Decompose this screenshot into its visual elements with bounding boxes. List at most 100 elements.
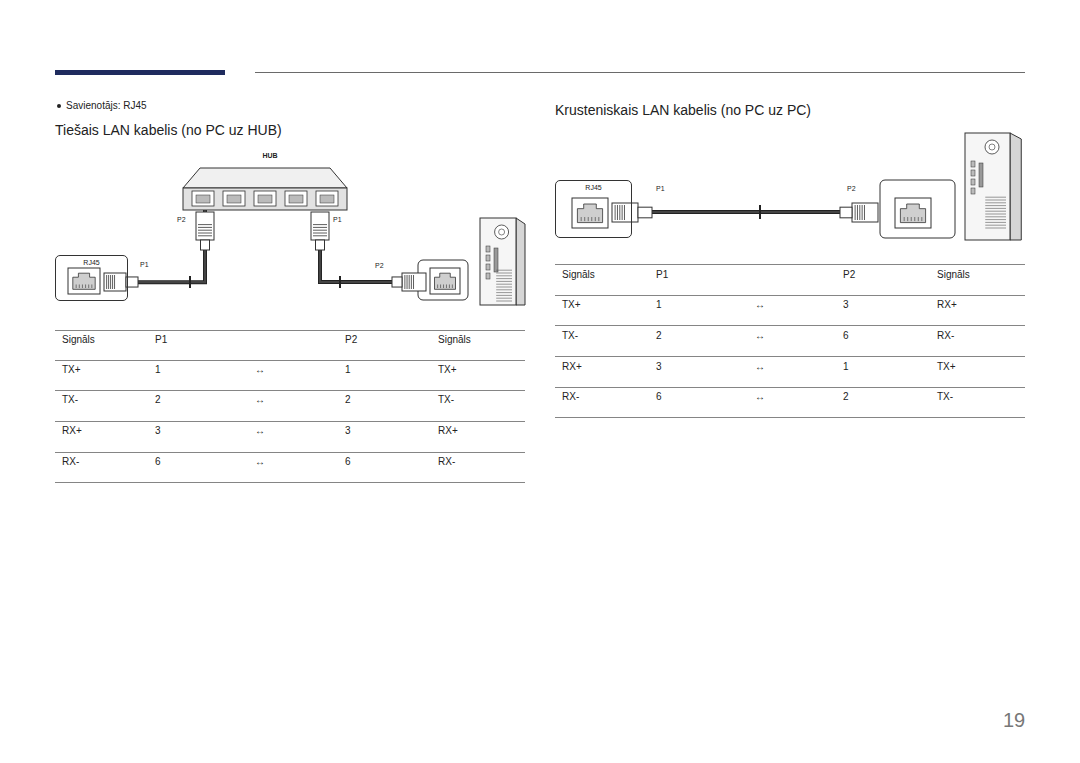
rj45-plug [196, 212, 214, 250]
table-cell: 1 [656, 299, 662, 311]
tower-port [971, 170, 975, 176]
table-cell: RX- [937, 330, 954, 342]
pin-arrow: ↔ [255, 394, 265, 406]
plug-body [104, 273, 126, 291]
table-rule [55, 452, 525, 453]
socket-pin [918, 217, 919, 221]
table-rule [55, 330, 525, 331]
section-heading: Tiešais LAN kabelis (no PC uz HUB) [55, 122, 282, 139]
rj45-plug [392, 273, 426, 291]
plug-grip [106, 275, 107, 289]
table-cell: TX+ [438, 364, 457, 376]
table-header: Signāls [62, 334, 95, 346]
plug-grip [859, 205, 860, 220]
socket-body [895, 198, 931, 228]
plug-grip [313, 224, 327, 225]
plug-grip [108, 275, 109, 289]
tower-grill [496, 270, 512, 271]
table-cell: TX- [438, 394, 454, 406]
socket-pin [914, 217, 915, 221]
cable [652, 211, 840, 213]
plug-boot [638, 207, 652, 218]
tower-grill [496, 278, 512, 279]
tower-grill [985, 200, 1006, 201]
tower-side [516, 218, 525, 305]
hub-top [183, 168, 347, 188]
pc-tower [965, 133, 1021, 240]
tower-grill [496, 284, 512, 285]
tower-grill [496, 273, 512, 274]
tower-grill [496, 292, 512, 293]
tower-grill [985, 225, 1006, 226]
tower-grill [496, 295, 512, 296]
socket-pin [598, 217, 599, 221]
rj45-socket [430, 268, 460, 294]
socket-port [900, 204, 925, 223]
plug-body [196, 212, 214, 240]
table-cell: 2 [345, 394, 351, 406]
tower-grill [985, 202, 1006, 203]
socket-port [73, 273, 95, 289]
table-cell: 1 [345, 364, 351, 376]
table-rule [555, 356, 1025, 357]
socket-body [572, 198, 608, 228]
plug-grip [313, 227, 327, 228]
tower-grill [496, 301, 512, 302]
hub-port-inner [227, 195, 241, 203]
socket-pin [79, 284, 80, 288]
plug-grip [615, 205, 616, 220]
table-cell: 6 [345, 456, 351, 468]
table-header: P1 [656, 269, 668, 281]
table-cell: 2 [843, 391, 849, 403]
tower-fan-hub [499, 229, 505, 235]
socket-pin [595, 217, 596, 221]
tower-grill [496, 281, 512, 282]
socket-pin [921, 217, 922, 221]
plug-grip [857, 205, 858, 220]
tower-fan [985, 140, 999, 154]
socket-pin [911, 217, 912, 221]
plug-grip [198, 233, 212, 234]
hub-port [192, 191, 214, 206]
socket-port [435, 273, 456, 289]
tower-grill [496, 287, 512, 288]
plug-grip [404, 275, 405, 289]
hub-port [223, 191, 245, 206]
tower-port [486, 273, 490, 279]
socket-pin [88, 284, 89, 288]
table-cell: 2 [656, 330, 662, 342]
plug-grip [198, 227, 212, 228]
tower-fan [495, 225, 509, 239]
plug-grip [313, 235, 327, 236]
table-rule [555, 295, 1025, 296]
pin-arrow: ↔ [755, 361, 765, 373]
cable-marker [189, 276, 191, 288]
plug-grip [411, 275, 412, 289]
rj45-socket [895, 198, 931, 228]
plug-boot [201, 240, 210, 250]
lan-cable [128, 210, 205, 282]
table-rule [555, 325, 1025, 326]
table-rule [555, 264, 1025, 265]
socket-pin [443, 284, 444, 288]
rj45-socket [572, 198, 608, 228]
socket-panel: RJ45 [55, 255, 128, 301]
pc-tower [480, 218, 525, 305]
table-cell: RX+ [937, 299, 957, 311]
plug-grip [855, 205, 856, 220]
rj45-plug [104, 273, 138, 291]
bullet [57, 104, 61, 108]
table-cell: 3 [656, 361, 662, 373]
tower-grill [985, 216, 1006, 217]
tower-grill [985, 197, 1006, 198]
socket-pin [440, 284, 441, 288]
node-label: RJ45 [60, 259, 123, 267]
plug-label: P1 [333, 216, 342, 224]
table-cell: RX+ [438, 425, 458, 437]
socket-pin [82, 284, 83, 288]
plug-grip [409, 275, 410, 289]
bullet-text: Savienotājs: RJ45 [66, 100, 147, 112]
table-cell: RX- [62, 456, 79, 468]
